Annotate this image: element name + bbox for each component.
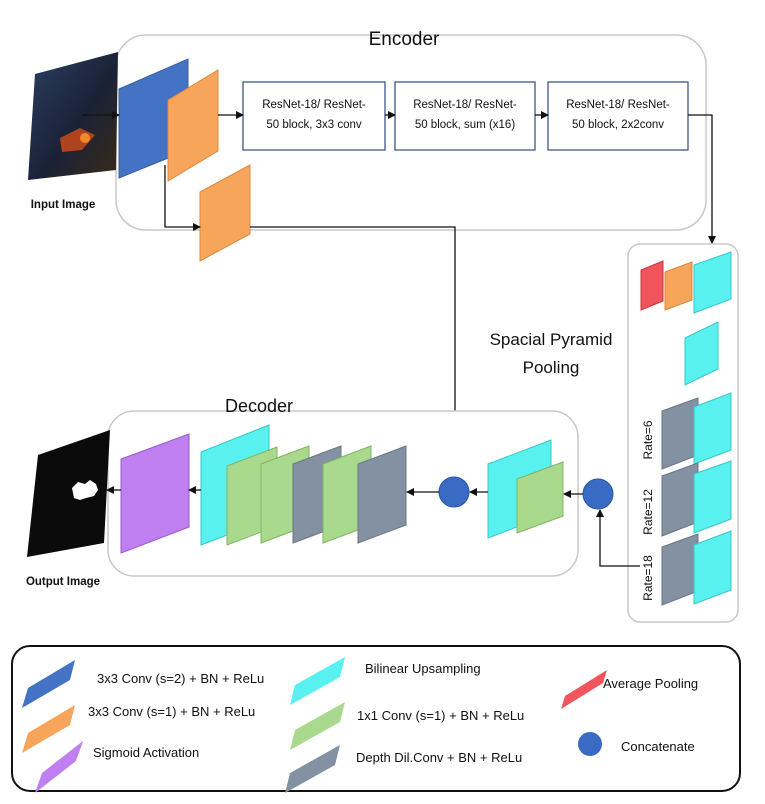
resnet-block-2-line1: ResNet-18/ ResNet- xyxy=(413,99,517,111)
rate-6-label: Rate=6 xyxy=(641,420,655,459)
output-image xyxy=(27,430,110,557)
legend-swatch-dilconv xyxy=(285,745,340,793)
decoder-input-conv1x1 xyxy=(516,461,564,534)
encoder-arrows xyxy=(82,111,716,479)
resnet-block-3: ResNet-18/ ResNet- 50 block, 2x2conv xyxy=(547,81,689,151)
legend-label-sigmoid: Sigmoid Activation xyxy=(93,745,199,760)
conv-s1-layer xyxy=(167,69,219,182)
conv-s1-skip-layer xyxy=(199,164,251,262)
legend-label-upsample: Bilinear Upsampling xyxy=(365,661,481,676)
legend-swatch-sigmoid xyxy=(35,741,83,793)
output-image-label: Output Image xyxy=(26,576,100,588)
decoder-arrows xyxy=(106,486,640,567)
legend-swatch-conv1x1 xyxy=(290,702,345,750)
spp-title-line2: Pooling xyxy=(523,358,580,377)
legend-label-conv-s1: 3x3 Conv (s=1) + BN + ReLu xyxy=(88,704,255,719)
decoder-title: Decoder xyxy=(225,396,293,416)
resnet-block-1-line1: ResNet-18/ ResNet- xyxy=(262,99,366,111)
encoder-title: Encoder xyxy=(369,29,440,50)
input-image xyxy=(28,52,118,180)
legend-swatch-conv-s2 xyxy=(22,660,75,708)
legend-label-conv-s2: 3x3 Conv (s=2) + BN + ReLu xyxy=(97,671,264,686)
spp-upsample-rate18 xyxy=(693,530,732,605)
spp-upsample-rate12 xyxy=(693,460,732,534)
sigmoid-layer xyxy=(120,433,190,554)
rate-18-label: Rate=18 xyxy=(641,555,655,601)
resnet-block-1-line2: 50 block, 3x3 conv xyxy=(266,119,362,131)
legend-swatch-upsample xyxy=(290,657,345,705)
legend-label-dilconv: Depth Dil.Conv + BN + ReLu xyxy=(356,750,522,765)
spp-title-line1: Spacial Pyramid xyxy=(490,330,613,349)
legend-swatch-conv-s1 xyxy=(22,705,75,753)
legend-label-conv1x1: 1x1 Conv (s=1) + BN + ReLu xyxy=(357,708,524,723)
resnet-block-2-line2: 50 block, sum (x16) xyxy=(415,119,516,131)
spp-upsample-rate6 xyxy=(693,392,732,465)
legend-label-concatenate: Concatenate xyxy=(621,739,695,754)
concatenate-node-spp xyxy=(582,478,614,510)
avg-pool-layer xyxy=(640,260,664,311)
rate-12-label: Rate=12 xyxy=(641,489,655,535)
spp-upsample-layer-2 xyxy=(684,321,719,386)
spp-conv-s1-layer xyxy=(664,261,693,311)
concatenate-node-decoder xyxy=(438,476,470,508)
resnet-block-2: ResNet-18/ ResNet- 50 block, sum (x16) xyxy=(394,81,536,151)
input-image-label: Input Image xyxy=(31,199,96,211)
decoder-dilconv-layer-2 xyxy=(357,445,407,544)
spp-upsample-layer-1 xyxy=(693,251,732,314)
legend-swatch-avgpool xyxy=(561,670,607,709)
legend-label-avgpool: Average Pooling xyxy=(603,676,698,691)
resnet-block-3-line1: ResNet-18/ ResNet- xyxy=(566,99,670,111)
legend-panel xyxy=(11,645,741,792)
resnet-block-3-line2: 50 block, 2x2conv xyxy=(572,119,664,131)
resnet-block-1: ResNet-18/ ResNet- 50 block, 3x3 conv xyxy=(242,81,386,151)
legend-swatch-concatenate xyxy=(578,732,602,756)
